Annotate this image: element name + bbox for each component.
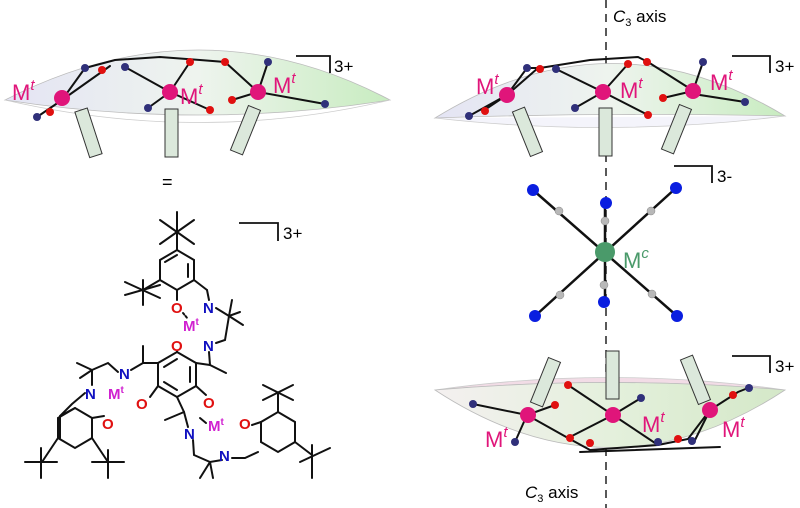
metal-c-atom (595, 242, 615, 262)
bottom-trinuclear-dome: Mt Mt Mt 3+ (433, 350, 794, 453)
charge-label: 3+ (334, 57, 353, 76)
pillar (164, 108, 179, 158)
metal-t-label: Mt (476, 71, 499, 99)
pillar (598, 107, 613, 157)
charge-bracket (674, 165, 713, 183)
charge-bracket (239, 222, 279, 241)
metal-t-atom (595, 84, 611, 100)
metal-t-label: Mt (208, 417, 225, 435)
chemical-structure: O N Mt O N N N Mt O O O Mt O N N 3+ (24, 211, 331, 479)
charge-label: 3+ (775, 57, 794, 76)
pillar (605, 350, 620, 400)
charge-label: 3+ (775, 357, 794, 376)
oxygen-label: O (171, 338, 183, 355)
metal-c-label: Mc (623, 245, 649, 273)
charge-label: 3+ (283, 224, 302, 243)
metal-t-label: Mt (183, 317, 200, 335)
metal-t-atom (702, 402, 718, 418)
metal-t-atom (685, 83, 701, 99)
metal-t-label: Mt (273, 70, 296, 98)
charge-bracket (732, 55, 771, 73)
metal-t-atom (162, 84, 178, 100)
pillar (529, 356, 562, 408)
oxygen-label: O (102, 416, 114, 433)
metal-t-label: Mt (642, 409, 665, 437)
c3-axis-label-bottom: C3 axis (525, 483, 578, 505)
pillar (660, 103, 693, 155)
pillar (229, 104, 262, 156)
metal-t-label: Mt (722, 414, 745, 442)
equals-sign: = (162, 172, 173, 192)
pillar (74, 107, 103, 159)
left-trinuclear-dome: Mt Mt Mt 3+ (3, 49, 392, 159)
ligand-atoms (33, 58, 329, 121)
charge-bracket (296, 55, 331, 73)
metal-t-label: Mt (12, 77, 35, 105)
charge-label: 3- (717, 167, 732, 186)
pillar (511, 106, 544, 158)
nitrogen-label: N (119, 366, 130, 383)
nitrogen-label: N (184, 426, 195, 443)
oxygen-label: O (171, 300, 183, 317)
oxygen-label: O (203, 395, 215, 412)
metal-t-label: Mt (180, 81, 203, 109)
pillar (679, 354, 712, 406)
hexacyanometallate-anion: Mc 3- (527, 165, 732, 322)
c3-axis-label-top: C3 axis (613, 7, 666, 29)
metal-t-atom (520, 407, 536, 423)
metal-t-label: Mt (710, 67, 733, 95)
nitrogen-label: N (85, 386, 96, 403)
nitrogen-label: N (203, 300, 214, 317)
metal-t-atom (605, 407, 621, 423)
metal-t-atom (499, 87, 515, 103)
oxygen-label: O (136, 396, 148, 413)
charge-bracket (732, 355, 771, 373)
nitrogen-label: N (219, 448, 230, 465)
metal-t-atom (250, 84, 266, 100)
metal-t-atom (54, 90, 70, 106)
metal-t-label: Mt (485, 424, 508, 452)
nitrogen-label: N (203, 338, 214, 355)
top-trinuclear-dome: Mt Mt Mt 3+ (433, 55, 794, 158)
metal-t-label: Mt (620, 75, 643, 103)
metal-t-label: Mt (108, 385, 125, 403)
oxygen-label: O (239, 416, 251, 433)
